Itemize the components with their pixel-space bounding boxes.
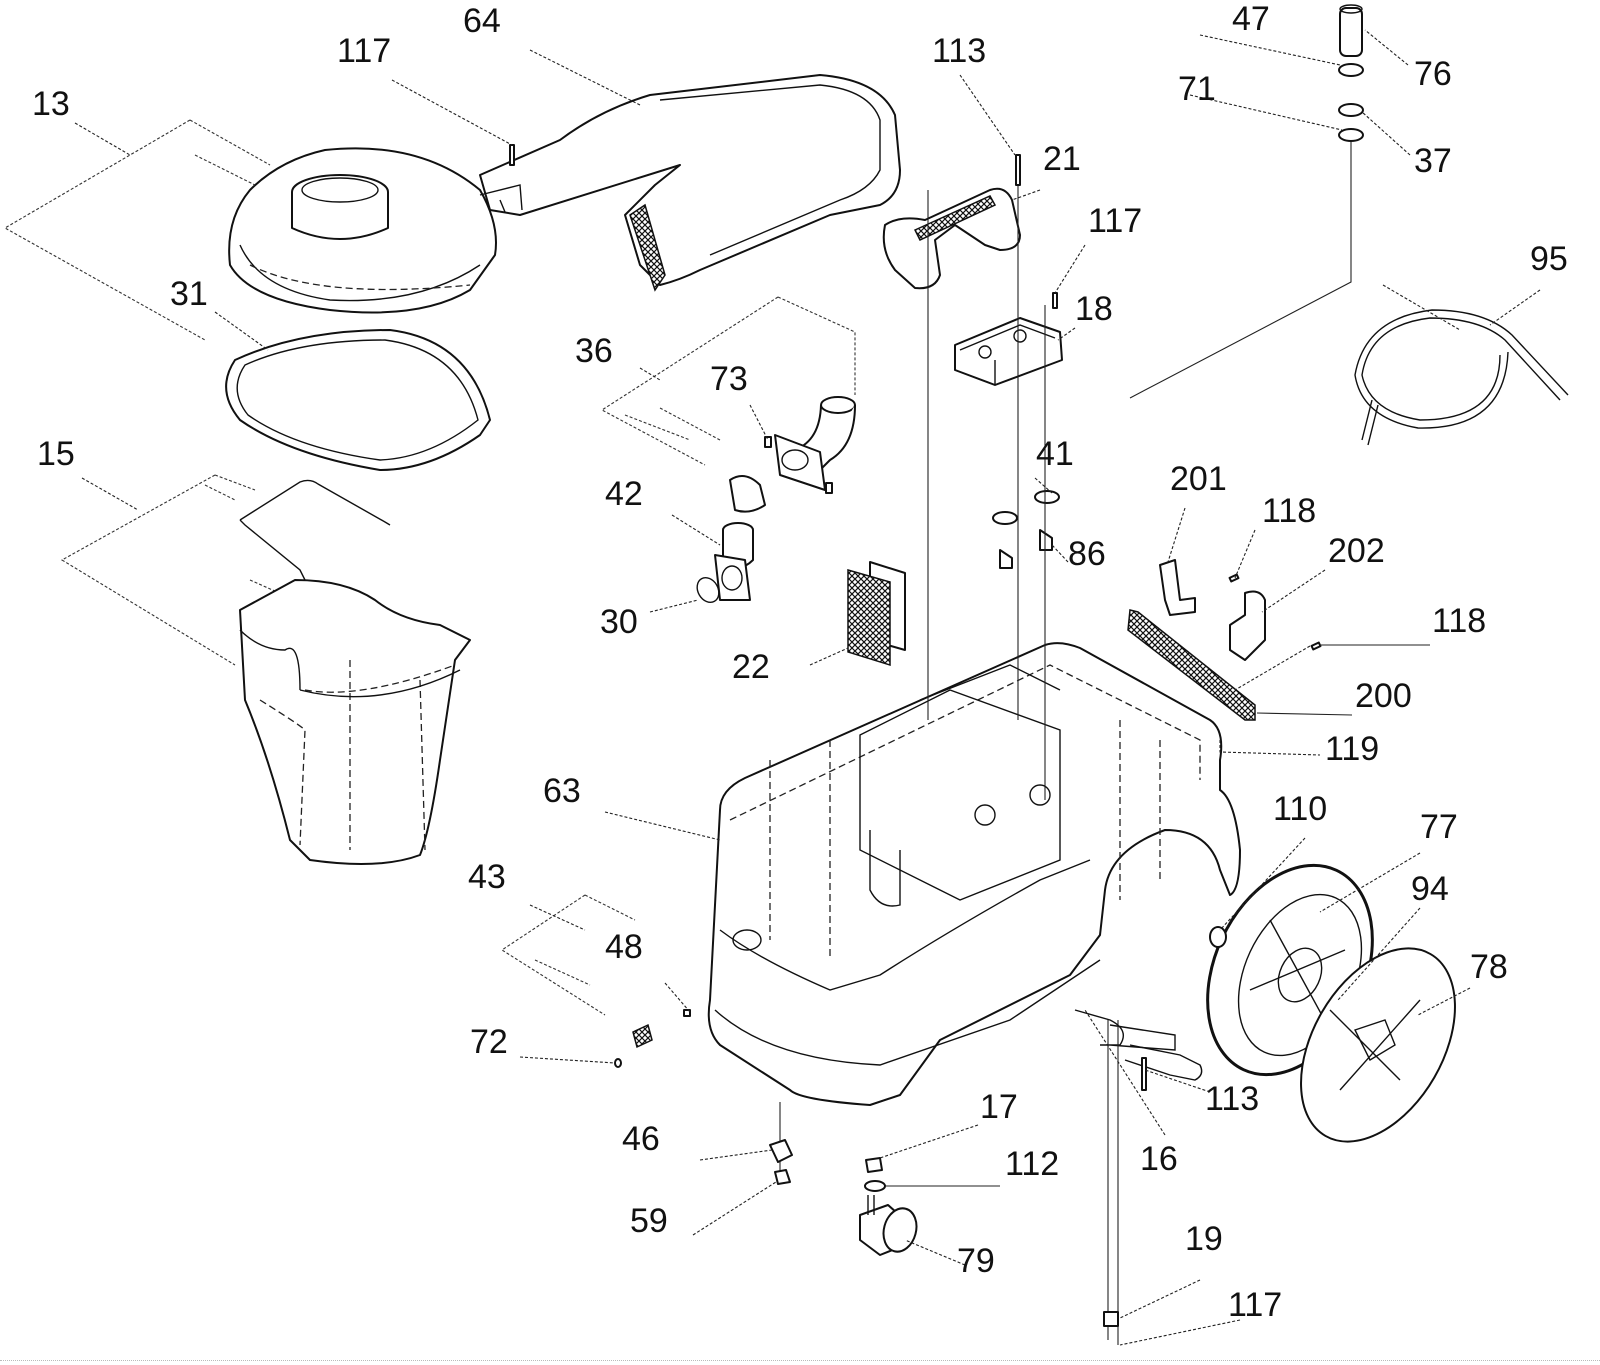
- callout-label-72: 72: [470, 1023, 508, 1061]
- part-13-cover: [228, 147, 497, 314]
- callout-label-71: 71: [1178, 70, 1216, 108]
- part-202-bracket: [1229, 590, 1266, 661]
- callout-label-17: 17: [980, 1088, 1018, 1126]
- callout-label-202: 202: [1328, 532, 1385, 570]
- part-47-washer: [1338, 63, 1364, 77]
- part-16-axle: [1124, 1044, 1203, 1081]
- leader-lines: [74, 29, 1541, 1346]
- callout-label-113a: 113: [932, 32, 986, 70]
- callout-label-119: 119: [1325, 730, 1379, 768]
- page-bottom-rule: [0, 1360, 1600, 1361]
- part-37-nut: [1338, 103, 1364, 117]
- callout-label-86: 86: [1068, 535, 1106, 573]
- part-36-elbow: [774, 396, 856, 491]
- part-42-connector: [714, 475, 766, 601]
- callout-label-76: 76: [1414, 55, 1452, 93]
- callout-label-41: 41: [1036, 435, 1074, 473]
- callout-label-117b: 117: [1088, 202, 1142, 240]
- group-bracket-15: [60, 474, 352, 671]
- part-86-insert: [999, 529, 1053, 569]
- callout-label-16: 16: [1140, 1140, 1178, 1178]
- part-112-washer: [864, 1180, 886, 1192]
- callout-label-77: 77: [1420, 808, 1458, 846]
- part-17-bolt: [865, 1157, 883, 1173]
- callout-label-47: 47: [1232, 0, 1270, 38]
- part-bucket: [239, 579, 471, 865]
- part-22-grille: [847, 561, 906, 667]
- screw-113-top: [1015, 154, 1021, 186]
- callout-label-43: 43: [468, 858, 506, 896]
- callout-label-94: 94: [1411, 870, 1449, 908]
- part-79-caster: [859, 1195, 918, 1256]
- callout-label-201: 201: [1170, 460, 1227, 498]
- part-43-fitting: [632, 1023, 653, 1049]
- part-63-base-housing: [707, 642, 1241, 1106]
- callout-label-73: 73: [710, 360, 748, 398]
- part-30-seal: [696, 576, 720, 604]
- part-95-hose: [1354, 309, 1569, 446]
- callout-label-113b: 113: [1205, 1080, 1259, 1118]
- part-41-bushing: [992, 490, 1060, 525]
- part-21-handle: [882, 187, 1021, 290]
- part-71-washer: [1338, 128, 1364, 142]
- callout-label-13: 13: [32, 85, 70, 123]
- callout-label-118a: 118: [1262, 492, 1316, 530]
- callout-label-48: 48: [605, 928, 643, 966]
- assembly-axis-lines: [927, 160, 1046, 800]
- callout-label-117a: 117: [337, 32, 391, 70]
- callout-label-22: 22: [732, 648, 770, 686]
- callout-label-200: 200: [1355, 677, 1412, 715]
- part-72-nozzle: [614, 1058, 622, 1068]
- screw-117-top: [509, 144, 515, 166]
- callout-label-118b: 118: [1432, 602, 1486, 640]
- callout-label-31: 31: [170, 275, 208, 313]
- part-46-clip: [769, 1139, 793, 1163]
- group-bracket-13: [3, 119, 271, 341]
- axis-line-19: [1107, 1020, 1119, 1345]
- callout-label-15: 15: [37, 435, 75, 473]
- group-bracket-43: [500, 894, 636, 1016]
- part-64-carrier: [479, 74, 901, 292]
- part-76-knob: [1339, 4, 1363, 57]
- callout-label-30: 30: [600, 603, 638, 641]
- callout-label-46: 46: [622, 1120, 660, 1158]
- part-78-hubcap: [1300, 947, 1456, 1143]
- callout-label-37: 37: [1414, 142, 1452, 180]
- callout-label-63: 63: [543, 772, 581, 810]
- part-110-washer: [1209, 926, 1227, 948]
- part-118-screws: [1228, 573, 1322, 651]
- part-48-oring: [683, 1009, 691, 1017]
- part-18-switch-housing: [954, 317, 1063, 386]
- callout-label-64: 64: [463, 2, 501, 40]
- part-113-screw: [1141, 1057, 1147, 1091]
- callout-label-112: 112: [1005, 1145, 1059, 1183]
- callout-label-59: 59: [630, 1202, 668, 1240]
- callout-label-110: 110: [1273, 790, 1327, 828]
- callout-label-19: 19: [1185, 1220, 1223, 1258]
- part-200-pcb-strip: [1127, 609, 1256, 721]
- part-15-filter-frame: [239, 479, 391, 581]
- part-59-cap: [774, 1169, 791, 1185]
- callout-label-78: 78: [1470, 948, 1508, 986]
- callout-label-79: 79: [957, 1242, 995, 1280]
- axis-line-fittings: [1129, 142, 1352, 399]
- callout-label-42: 42: [605, 475, 643, 513]
- callout-label-117c: 117: [1228, 1286, 1282, 1324]
- part-19-clip: [1103, 1311, 1119, 1327]
- part-31-gasket: [225, 329, 491, 471]
- callout-label-95: 95: [1530, 240, 1568, 278]
- part-201-bracket: [1159, 559, 1196, 616]
- callout-label-21: 21: [1043, 140, 1081, 178]
- part-73-clip: [764, 436, 833, 494]
- screw-117-mid: [1052, 292, 1058, 309]
- callout-label-18: 18: [1075, 290, 1113, 328]
- callout-label-36: 36: [575, 332, 613, 370]
